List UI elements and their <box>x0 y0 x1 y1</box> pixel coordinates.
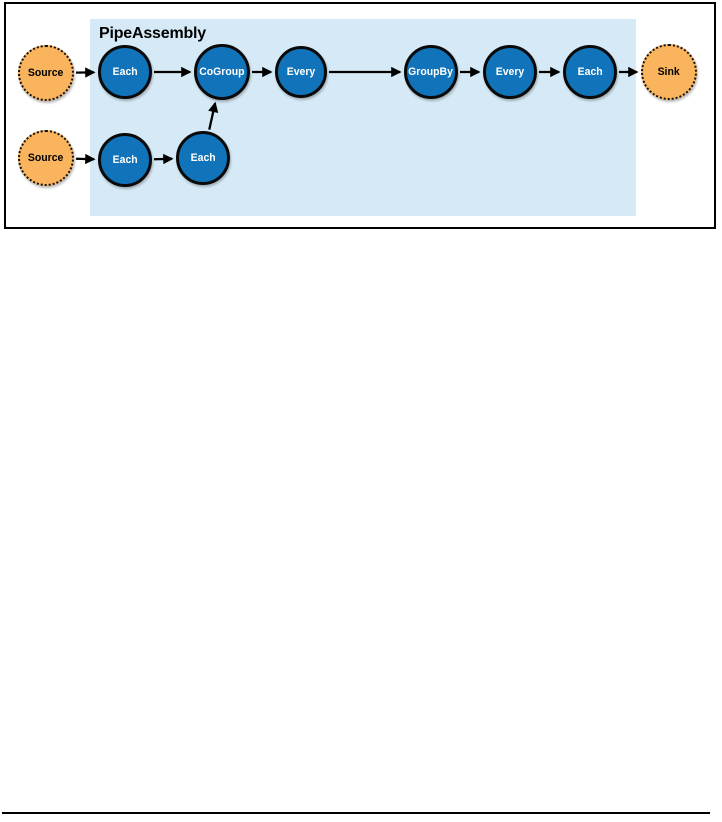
node-label: Source <box>28 152 64 164</box>
node-each-3: Each <box>98 133 152 187</box>
node-label: CoGroup <box>199 66 245 78</box>
node-sink-1: Sink <box>641 44 697 100</box>
node-label: Every <box>286 66 316 78</box>
node-label: Each <box>190 152 216 164</box>
node-label: Each <box>577 66 603 78</box>
node-each-4: Each <box>176 131 230 185</box>
node-source-2: Source <box>18 130 74 186</box>
node-label: GroupBy <box>408 66 454 78</box>
node-cogroup-1: CoGroup <box>194 44 250 100</box>
node-source-1: Source <box>18 45 74 101</box>
figure-border: PipeAssembly <box>4 2 716 229</box>
pipe-assembly-title: PipeAssembly <box>99 25 206 42</box>
node-label: Sink <box>657 66 681 78</box>
node-label: Every <box>495 66 525 78</box>
footer-rule <box>2 812 710 814</box>
node-each-2: Each <box>563 45 617 99</box>
node-every-2: Every <box>483 45 537 99</box>
node-groupby-1: GroupBy <box>404 45 458 99</box>
node-label: Source <box>28 67 64 79</box>
pipe-assembly-region: PipeAssembly <box>90 19 636 216</box>
node-label: Each <box>112 66 138 78</box>
node-each-1: Each <box>98 45 152 99</box>
node-label: Each <box>112 154 138 166</box>
node-every-1: Every <box>275 46 327 98</box>
